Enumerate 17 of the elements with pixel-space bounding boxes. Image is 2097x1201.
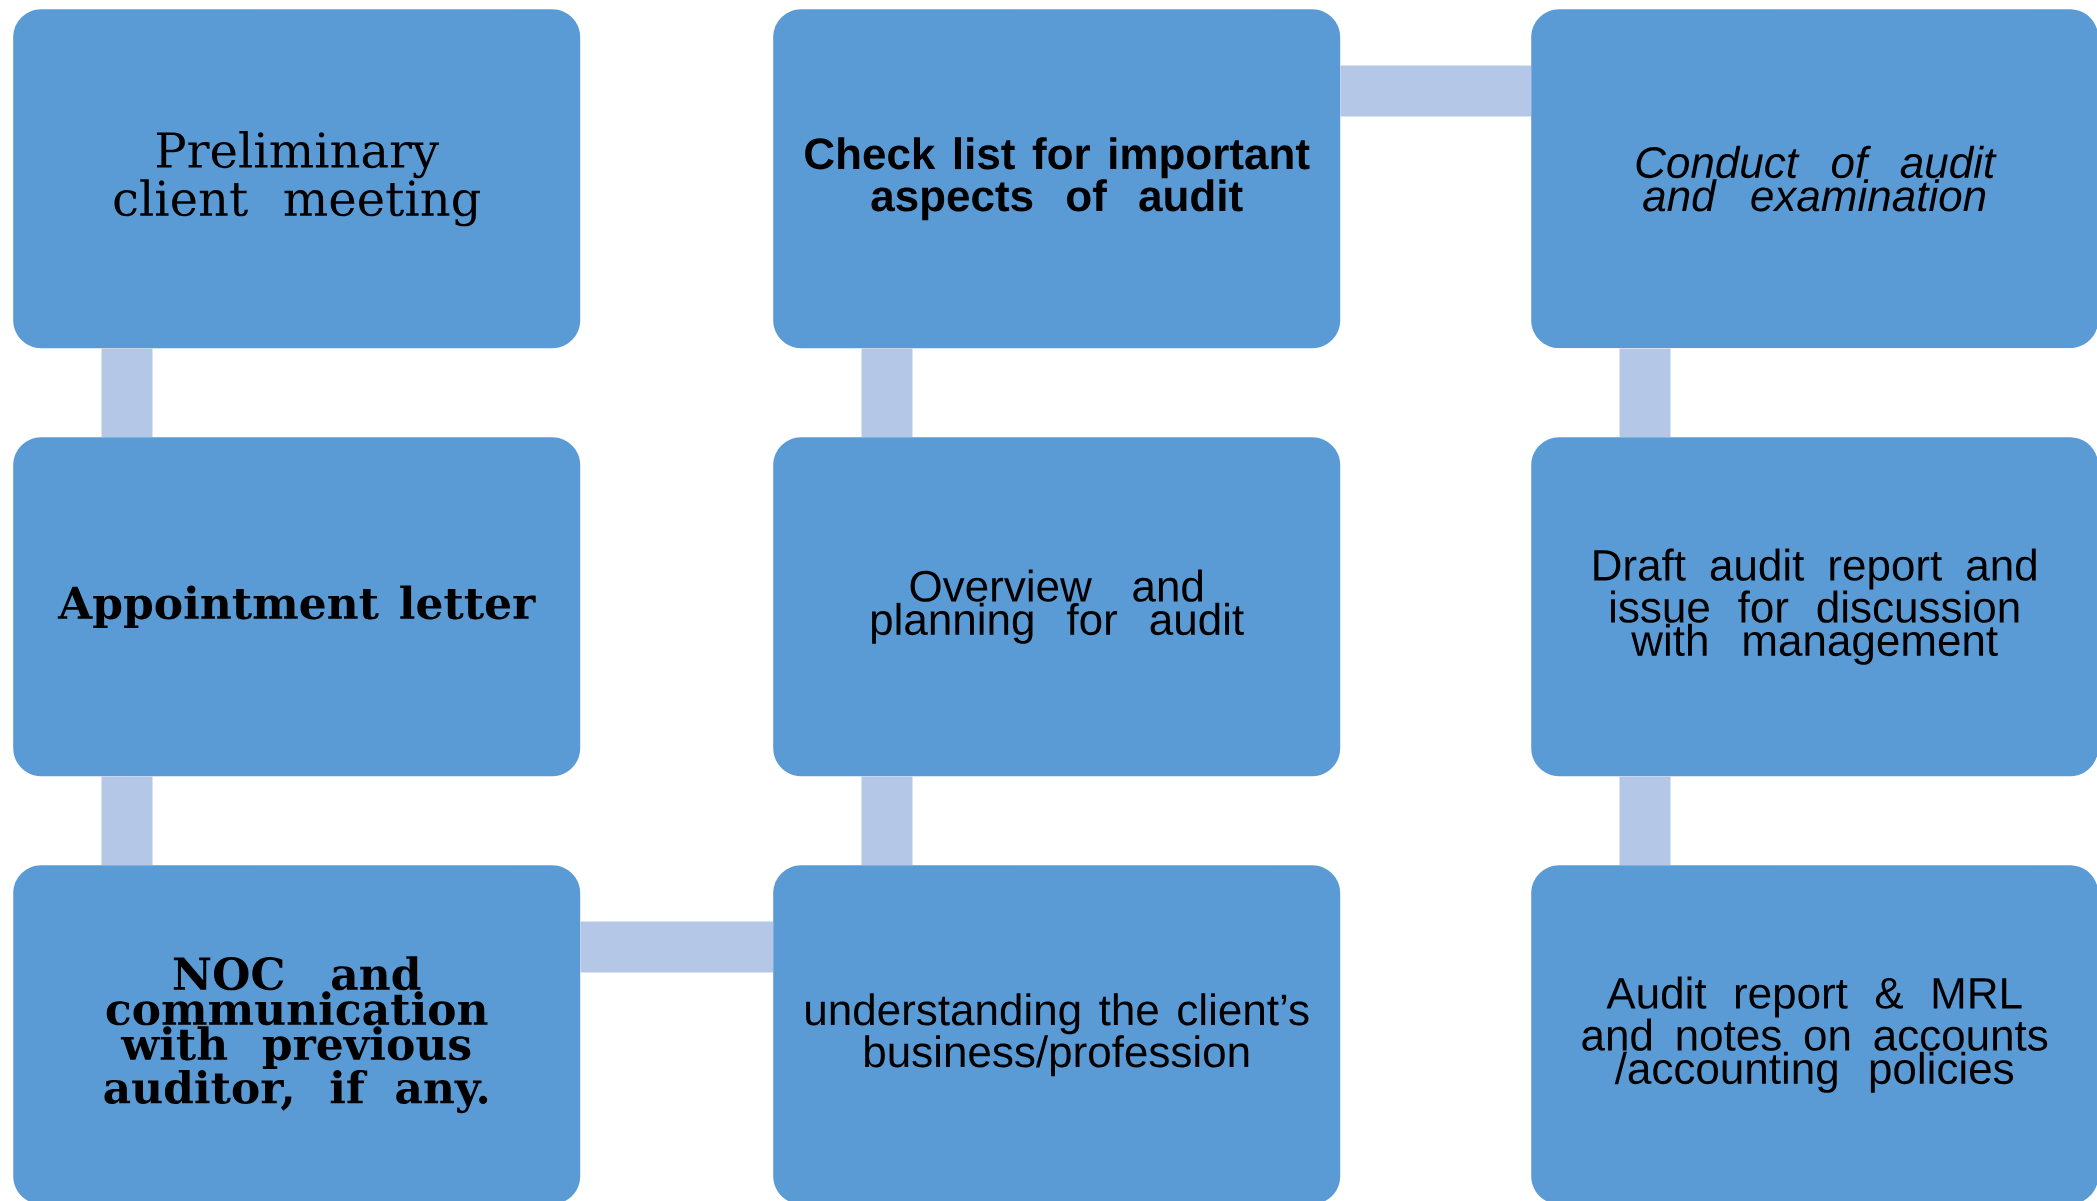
process-box: Check list for important aspects of audit: [773, 9, 1341, 349]
connector-bar: [101, 776, 153, 865]
connector-bar: [101, 348, 153, 437]
connector-bar: [1619, 776, 1671, 865]
process-box: Audit report & MRL and notes on accounts /accounting policies: [1531, 865, 2097, 1201]
process-box: understanding the client’s business/profession: [773, 865, 1341, 1201]
process-box: Appointment letter: [13, 437, 581, 777]
process-box: Overview and planning for audit: [773, 437, 1341, 777]
connector-bar: [861, 348, 913, 437]
process-box: Conduct of audit and examination: [1531, 9, 2097, 349]
connector-bar: [1619, 348, 1671, 437]
process-box: NOC and communication with previous auditor, if any.: [13, 865, 581, 1201]
process-box: Preliminary client meeting: [13, 9, 581, 349]
connector-bar: [580, 921, 773, 973]
process-box: Draft audit report and issue for discussion with management: [1531, 437, 2097, 777]
connector-bar: [861, 776, 913, 865]
connector-bar: [1340, 65, 1531, 117]
